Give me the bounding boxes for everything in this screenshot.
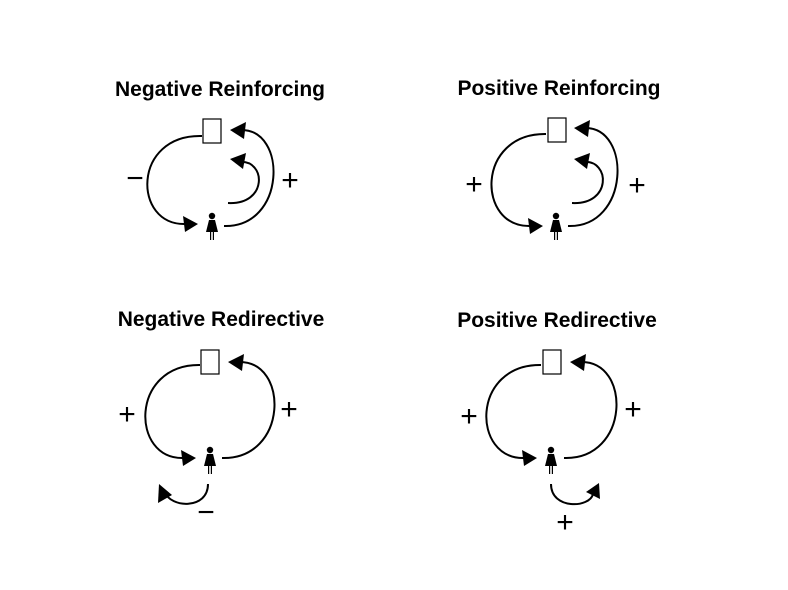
left-arrowhead [183,216,198,232]
left-arrowhead [528,218,543,234]
right-loop-arrow [567,126,619,228]
bottom-sign: + [556,506,574,539]
left-loop-arrow [490,132,547,228]
person-icon [206,212,218,240]
right-arrowhead [570,354,586,371]
left-loop-arrow [144,363,201,460]
person-icon [550,212,562,240]
left-sign: + [465,168,483,201]
right-arrowhead [230,122,246,139]
panel-positive-redirective: Positive Redirective + + + [457,309,657,539]
right-loop-arrow [223,128,275,228]
right-arrowhead [228,354,244,371]
panel-negative-redirective: Negative Redirective + + − [118,308,325,529]
right-loop-arrow [221,360,276,460]
left-arrowhead [181,450,196,466]
panel-title: Negative Reinforcing [115,78,325,101]
rectangle-icon [542,349,562,375]
redirect-arrowhead [586,483,600,499]
panel-title: Positive Redirective [457,309,657,332]
right-sign: + [624,393,642,426]
person-icon [545,446,557,474]
left-sign: − [126,162,144,195]
inner-arrowhead [574,153,590,169]
left-loop-arrow [146,134,203,226]
left-sign: + [118,398,136,431]
left-loop-arrow [485,363,542,460]
right-sign: + [628,169,646,202]
panel-title: Negative Redirective [118,308,325,331]
panel-title: Positive Reinforcing [457,77,660,100]
rectangle-icon [200,349,220,375]
right-sign: + [281,164,299,197]
left-arrowhead [522,450,537,466]
rectangle-icon [202,118,222,144]
rectangle-icon [547,117,567,143]
redirect-arrow-right [550,483,594,506]
panel-positive-reinforcing: Positive Reinforcing + + [457,77,661,240]
panel-negative-reinforcing: Negative Reinforcing − + [115,78,325,240]
right-loop-arrow [563,360,618,460]
redirect-arrowhead [158,484,172,503]
inner-arrowhead [230,153,246,169]
right-arrowhead [574,120,590,137]
inner-self-arrow [571,160,604,205]
left-sign: + [460,400,478,433]
person-icon [204,446,216,474]
right-sign: + [280,393,298,426]
bottom-sign: − [197,496,215,529]
inner-self-arrow [227,160,260,205]
